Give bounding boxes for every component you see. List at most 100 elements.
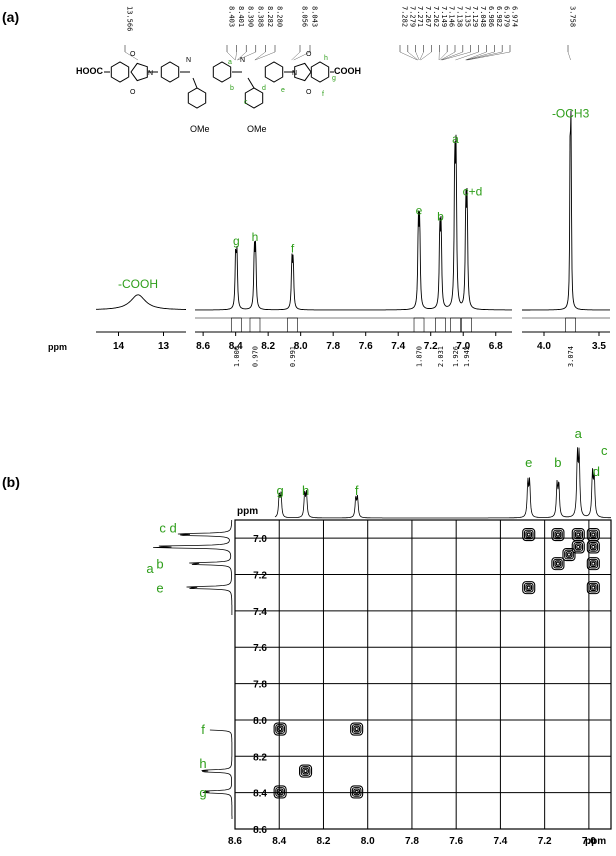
cosy-y-tick-label: 8.0 bbox=[253, 716, 267, 727]
contour-ring bbox=[276, 725, 284, 733]
peak-list-connector bbox=[567, 51, 571, 61]
contour-ring bbox=[573, 529, 584, 540]
proton-label-a: a bbox=[228, 59, 232, 66]
phthalimide-ring-right bbox=[310, 61, 330, 83]
contour-ring bbox=[589, 543, 597, 551]
peak-list-connector bbox=[254, 51, 266, 61]
contour-ring bbox=[591, 561, 596, 566]
peak-label-g: g bbox=[233, 234, 240, 248]
contour-ring bbox=[278, 727, 283, 731]
axis-label-ppm: ppm bbox=[48, 342, 67, 352]
peak-list-value: 7.048 bbox=[479, 6, 487, 27]
ome-right-label: OMe bbox=[247, 124, 267, 134]
panel-label-a: (a) bbox=[2, 9, 19, 25]
cosy-x-tick-label: 7.6 bbox=[449, 836, 463, 847]
imide-ring-right bbox=[294, 62, 312, 82]
peak-list-value: 8.056 bbox=[301, 6, 309, 27]
cosy-y-tick-label: 7.0 bbox=[253, 534, 267, 545]
tick-label: 7.2 bbox=[424, 341, 438, 352]
cosy-x-tick-label: 8.4 bbox=[272, 836, 286, 847]
integral-box bbox=[287, 317, 298, 333]
contour-ring bbox=[589, 531, 597, 538]
contour-ring bbox=[576, 544, 581, 549]
peak-list-connector bbox=[235, 51, 237, 61]
cosy-f1-label-e: e bbox=[156, 581, 163, 596]
proton-label-c: c bbox=[244, 99, 248, 106]
peak-label-a: a bbox=[452, 132, 459, 146]
n-bond-5 bbox=[247, 77, 255, 89]
peak-list-value: 7.135 bbox=[463, 6, 471, 27]
contour-ring bbox=[351, 724, 362, 734]
tick-label: 7.0 bbox=[456, 341, 470, 352]
contour-ring bbox=[525, 584, 533, 591]
cross-peak bbox=[562, 547, 576, 562]
cosy-f1-label-g: g bbox=[199, 785, 206, 800]
cosy-f1-label-b: b bbox=[156, 557, 163, 572]
integral-value: 3.074 bbox=[567, 346, 575, 367]
contour-ring bbox=[522, 527, 536, 542]
cosy-frame bbox=[234, 519, 612, 830]
peak-label-h: h bbox=[252, 230, 259, 244]
cosy-y-tick-label: 7.8 bbox=[253, 680, 267, 691]
integral-box bbox=[450, 317, 461, 333]
peak-list-value: 7.129 bbox=[471, 6, 479, 27]
peak-list-connector bbox=[407, 51, 418, 61]
contour-ring bbox=[574, 543, 582, 551]
nitrogen-atom-2: N bbox=[186, 57, 191, 64]
imide-ring-left bbox=[130, 62, 148, 82]
peak-list-value: 6.986 bbox=[487, 6, 495, 27]
peak-list-connector bbox=[420, 51, 432, 61]
peak-list-value: 8.280 bbox=[276, 6, 284, 27]
peak-list-value: 8.403 bbox=[228, 6, 236, 27]
methoxyphenyl-ring-left bbox=[187, 87, 207, 109]
ome-left-label: OMe bbox=[190, 124, 210, 134]
contour-ring bbox=[586, 581, 600, 595]
contour-ring bbox=[586, 540, 600, 554]
proton-label-d: d bbox=[262, 85, 266, 92]
integral-box bbox=[461, 317, 472, 333]
contour-ring bbox=[554, 531, 562, 538]
contour-ring bbox=[555, 561, 560, 566]
contour-ring bbox=[586, 557, 600, 571]
cosy-y-tick-label: 7.4 bbox=[253, 607, 267, 618]
phenyl-ring-1 bbox=[160, 61, 180, 83]
cosy-f1-label-cd: c d bbox=[159, 521, 176, 536]
tick-label: 14 bbox=[113, 341, 125, 352]
cross-peak bbox=[571, 527, 585, 542]
contour-ring bbox=[353, 788, 360, 796]
contour-ring bbox=[565, 551, 573, 558]
n-bond-3 bbox=[192, 77, 198, 89]
contour-ring bbox=[273, 722, 287, 736]
contour-ring bbox=[591, 585, 596, 590]
contour-ring bbox=[354, 789, 359, 794]
contour-ring bbox=[589, 584, 597, 591]
contour-ring bbox=[553, 529, 563, 540]
contour-ring bbox=[588, 529, 599, 540]
phenyl-ring-3 bbox=[264, 61, 284, 83]
nitrogen-atom-4: N bbox=[292, 70, 297, 77]
cosy-x-tick-label: 7.2 bbox=[538, 836, 552, 847]
tick-label: 13 bbox=[158, 341, 170, 352]
cosy-f1-label-h: h bbox=[199, 756, 206, 771]
contour-ring bbox=[589, 560, 597, 567]
integral-value: 1.870 bbox=[416, 346, 424, 367]
peak-list-connector bbox=[415, 51, 420, 61]
cosy-f2-label-e: e bbox=[525, 455, 532, 470]
carbonyl-oxygen-4: O bbox=[306, 89, 312, 96]
cosy-f2-label-g: g bbox=[277, 483, 284, 498]
cross-peak bbox=[350, 785, 364, 799]
tick-label: 8.0 bbox=[294, 341, 308, 352]
contour-ring bbox=[571, 540, 585, 554]
peak-list-value: 7.146 bbox=[448, 6, 456, 27]
integral-box bbox=[230, 317, 242, 333]
cosy-f2-label-f: f bbox=[355, 483, 359, 498]
peak-list-connector bbox=[226, 51, 236, 61]
peak-list-connector bbox=[465, 51, 487, 61]
peak-list-value: 13.566 bbox=[126, 6, 134, 31]
tick-label: 6.8 bbox=[489, 341, 503, 352]
contour-ring bbox=[591, 544, 596, 549]
tick-label: 7.8 bbox=[326, 341, 340, 352]
contour-ring bbox=[278, 789, 283, 794]
